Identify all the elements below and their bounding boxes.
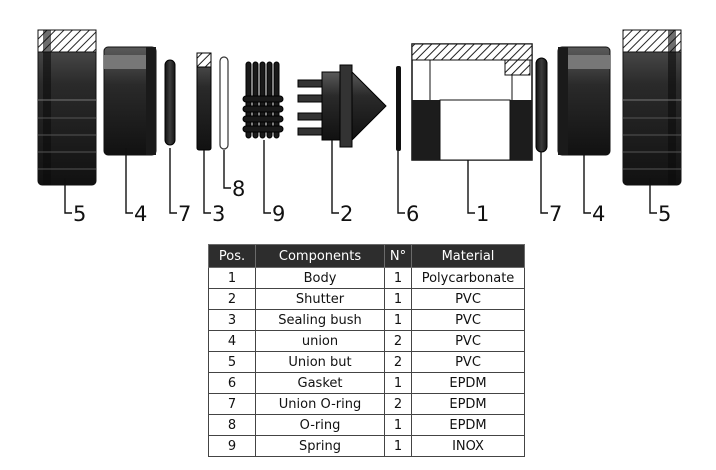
header-quantity: N° <box>384 244 412 268</box>
callout-5-right: 5 <box>658 202 671 226</box>
shutter <box>297 64 387 148</box>
cell-quantity: 1 <box>384 435 412 457</box>
table-row: 9 Spring 1 INOX <box>208 435 525 457</box>
sealing-bush <box>196 52 212 151</box>
callout-4-right: 4 <box>592 202 605 226</box>
cell-component: Sealing bush <box>255 309 385 331</box>
callout-2: 2 <box>340 202 353 226</box>
table-row: 5 Union but 2 PVC <box>208 351 525 373</box>
header-pos: Pos. <box>208 244 256 268</box>
spring <box>242 61 284 139</box>
union-nut-left <box>37 29 97 186</box>
cell-pos: 7 <box>208 393 256 415</box>
cell-material: INOX <box>411 435 525 457</box>
table-row: 1 Body 1 Polycarbonate <box>208 267 525 289</box>
union-nut-right <box>622 29 682 186</box>
union-o-ring-left <box>164 59 176 146</box>
cell-quantity: 1 <box>384 267 412 289</box>
table-row: 8 O-ring 1 EPDM <box>208 414 525 436</box>
callout-4-left: 4 <box>134 202 147 226</box>
cell-material: PVC <box>411 351 525 373</box>
cell-component: Gasket <box>255 372 385 394</box>
cell-component: Union but <box>255 351 385 373</box>
callout-9: 9 <box>272 202 285 226</box>
cell-quantity: 1 <box>384 309 412 331</box>
cell-pos: 2 <box>208 288 256 310</box>
cell-pos: 4 <box>208 330 256 352</box>
body <box>411 43 533 161</box>
cell-pos: 6 <box>208 372 256 394</box>
cell-material: PVC <box>411 330 525 352</box>
union-right <box>557 46 611 156</box>
cell-material: PVC <box>411 288 525 310</box>
cell-quantity: 1 <box>384 288 412 310</box>
table-row: 6 Gasket 1 EPDM <box>208 372 525 394</box>
cell-component: Union O-ring <box>255 393 385 415</box>
header-components: Components <box>255 244 385 268</box>
cell-quantity: 1 <box>384 414 412 436</box>
cell-component: O-ring <box>255 414 385 436</box>
cell-material: PVC <box>411 309 525 331</box>
cell-component: Body <box>255 267 385 289</box>
cell-pos: 8 <box>208 414 256 436</box>
table-row: 4 union 2 PVC <box>208 330 525 352</box>
cell-pos: 5 <box>208 351 256 373</box>
callout-3: 3 <box>212 202 225 226</box>
cell-pos: 9 <box>208 435 256 457</box>
cell-quantity: 2 <box>384 393 412 415</box>
gasket <box>396 66 401 151</box>
cell-material: EPDM <box>411 393 525 415</box>
cell-quantity: 2 <box>384 330 412 352</box>
table-row: 7 Union O-ring 2 EPDM <box>208 393 525 415</box>
header-material: Material <box>411 244 525 268</box>
cell-quantity: 2 <box>384 351 412 373</box>
o-ring <box>219 56 229 150</box>
components-table: Pos. Components N° Material 1 Body 1 Pol… <box>208 244 525 457</box>
callout-6: 6 <box>406 202 419 226</box>
cell-pos: 1 <box>208 267 256 289</box>
table-row: 2 Shutter 1 PVC <box>208 288 525 310</box>
cell-component: Shutter <box>255 288 385 310</box>
cell-material: EPDM <box>411 372 525 394</box>
cell-component: union <box>255 330 385 352</box>
cell-pos: 3 <box>208 309 256 331</box>
callout-8: 8 <box>232 177 245 201</box>
union-o-ring-right <box>535 57 548 153</box>
cell-component: Spring <box>255 435 385 457</box>
table-header-row: Pos. Components N° Material <box>208 244 525 268</box>
union-left <box>103 46 157 156</box>
leader-lines <box>64 140 657 214</box>
table-row: 3 Sealing bush 1 PVC <box>208 309 525 331</box>
cell-material: EPDM <box>411 414 525 436</box>
callout-7-left: 7 <box>178 202 191 226</box>
cell-quantity: 1 <box>384 372 412 394</box>
callout-5-left: 5 <box>73 202 86 226</box>
callout-7-right: 7 <box>549 202 562 226</box>
callout-1: 1 <box>476 202 489 226</box>
cell-material: Polycarbonate <box>411 267 525 289</box>
exploded-diagram: 5 4 7 3 8 9 2 6 1 7 4 5 <box>37 29 682 226</box>
